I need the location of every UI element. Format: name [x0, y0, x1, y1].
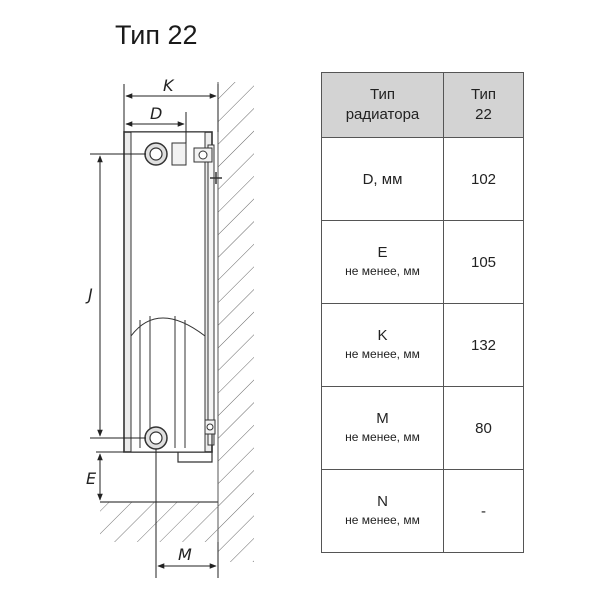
param-cell: N не менее, мм	[321, 469, 444, 553]
top-connection	[144, 142, 187, 166]
header-radiator-type: Тип радиатора	[321, 72, 444, 138]
table-row: M не менее, мм 80	[321, 386, 524, 470]
value-cell: 132	[443, 303, 524, 387]
dimension-j-label: J	[85, 285, 93, 304]
header-col2-line2: 22	[475, 106, 492, 123]
bottom-connection	[144, 426, 213, 463]
dimension-d	[125, 112, 187, 143]
dimension-j	[90, 153, 146, 439]
wall-hatching	[217, 82, 254, 562]
dimension-m	[155, 449, 219, 578]
header-col1-line1: Тип	[369, 86, 395, 103]
param-cell: E не менее, мм	[321, 220, 444, 304]
param-label: M	[376, 410, 389, 427]
param-note: не менее, мм	[345, 430, 420, 444]
param-cell: M не менее, мм	[321, 386, 444, 470]
param-cell: K не менее, мм	[321, 303, 444, 387]
wall-bracket-bottom	[204, 419, 216, 435]
value-cell: -	[443, 469, 524, 553]
table-row: N не менее, мм -	[321, 469, 524, 553]
dimension-k-label: K	[163, 76, 175, 95]
param-note: не менее, мм	[345, 513, 420, 527]
param-cell: D, мм	[321, 137, 444, 221]
page-title: Тип 22	[115, 20, 198, 50]
header-col1-line2: радиатора	[345, 106, 420, 123]
floor-hatching	[100, 501, 218, 542]
radiator-body	[123, 131, 215, 453]
spec-table: Тип радиатора Тип 22 D, мм 102 E не мене…	[321, 72, 524, 553]
value-cell: 80	[443, 386, 524, 470]
param-label: D, мм	[362, 170, 403, 188]
dimension-d-label: D	[150, 104, 162, 123]
param-note: не менее, мм	[345, 264, 420, 278]
table-row: E не менее, мм 105	[321, 220, 524, 304]
wall-bracket-top	[193, 147, 222, 184]
table-row: D, мм 102	[321, 137, 524, 221]
dimension-k	[123, 84, 219, 132]
table-row: K не менее, мм 132	[321, 303, 524, 387]
radiator-section-drawing: K D J E M	[85, 76, 254, 578]
table-header-row: Тип радиатора Тип 22	[321, 72, 524, 138]
header-col2-line1: Тип	[470, 86, 496, 103]
param-label: E	[377, 244, 388, 261]
param-label: N	[377, 493, 388, 510]
value-cell: 105	[443, 220, 524, 304]
dimension-e-label: E	[86, 469, 97, 488]
header-type-22: Тип 22	[443, 72, 524, 138]
param-note: не менее, мм	[345, 347, 420, 361]
dimension-m-label: M	[178, 545, 192, 564]
param-label: K	[377, 327, 388, 344]
dimension-e	[96, 451, 124, 501]
value-cell: 102	[443, 137, 524, 221]
